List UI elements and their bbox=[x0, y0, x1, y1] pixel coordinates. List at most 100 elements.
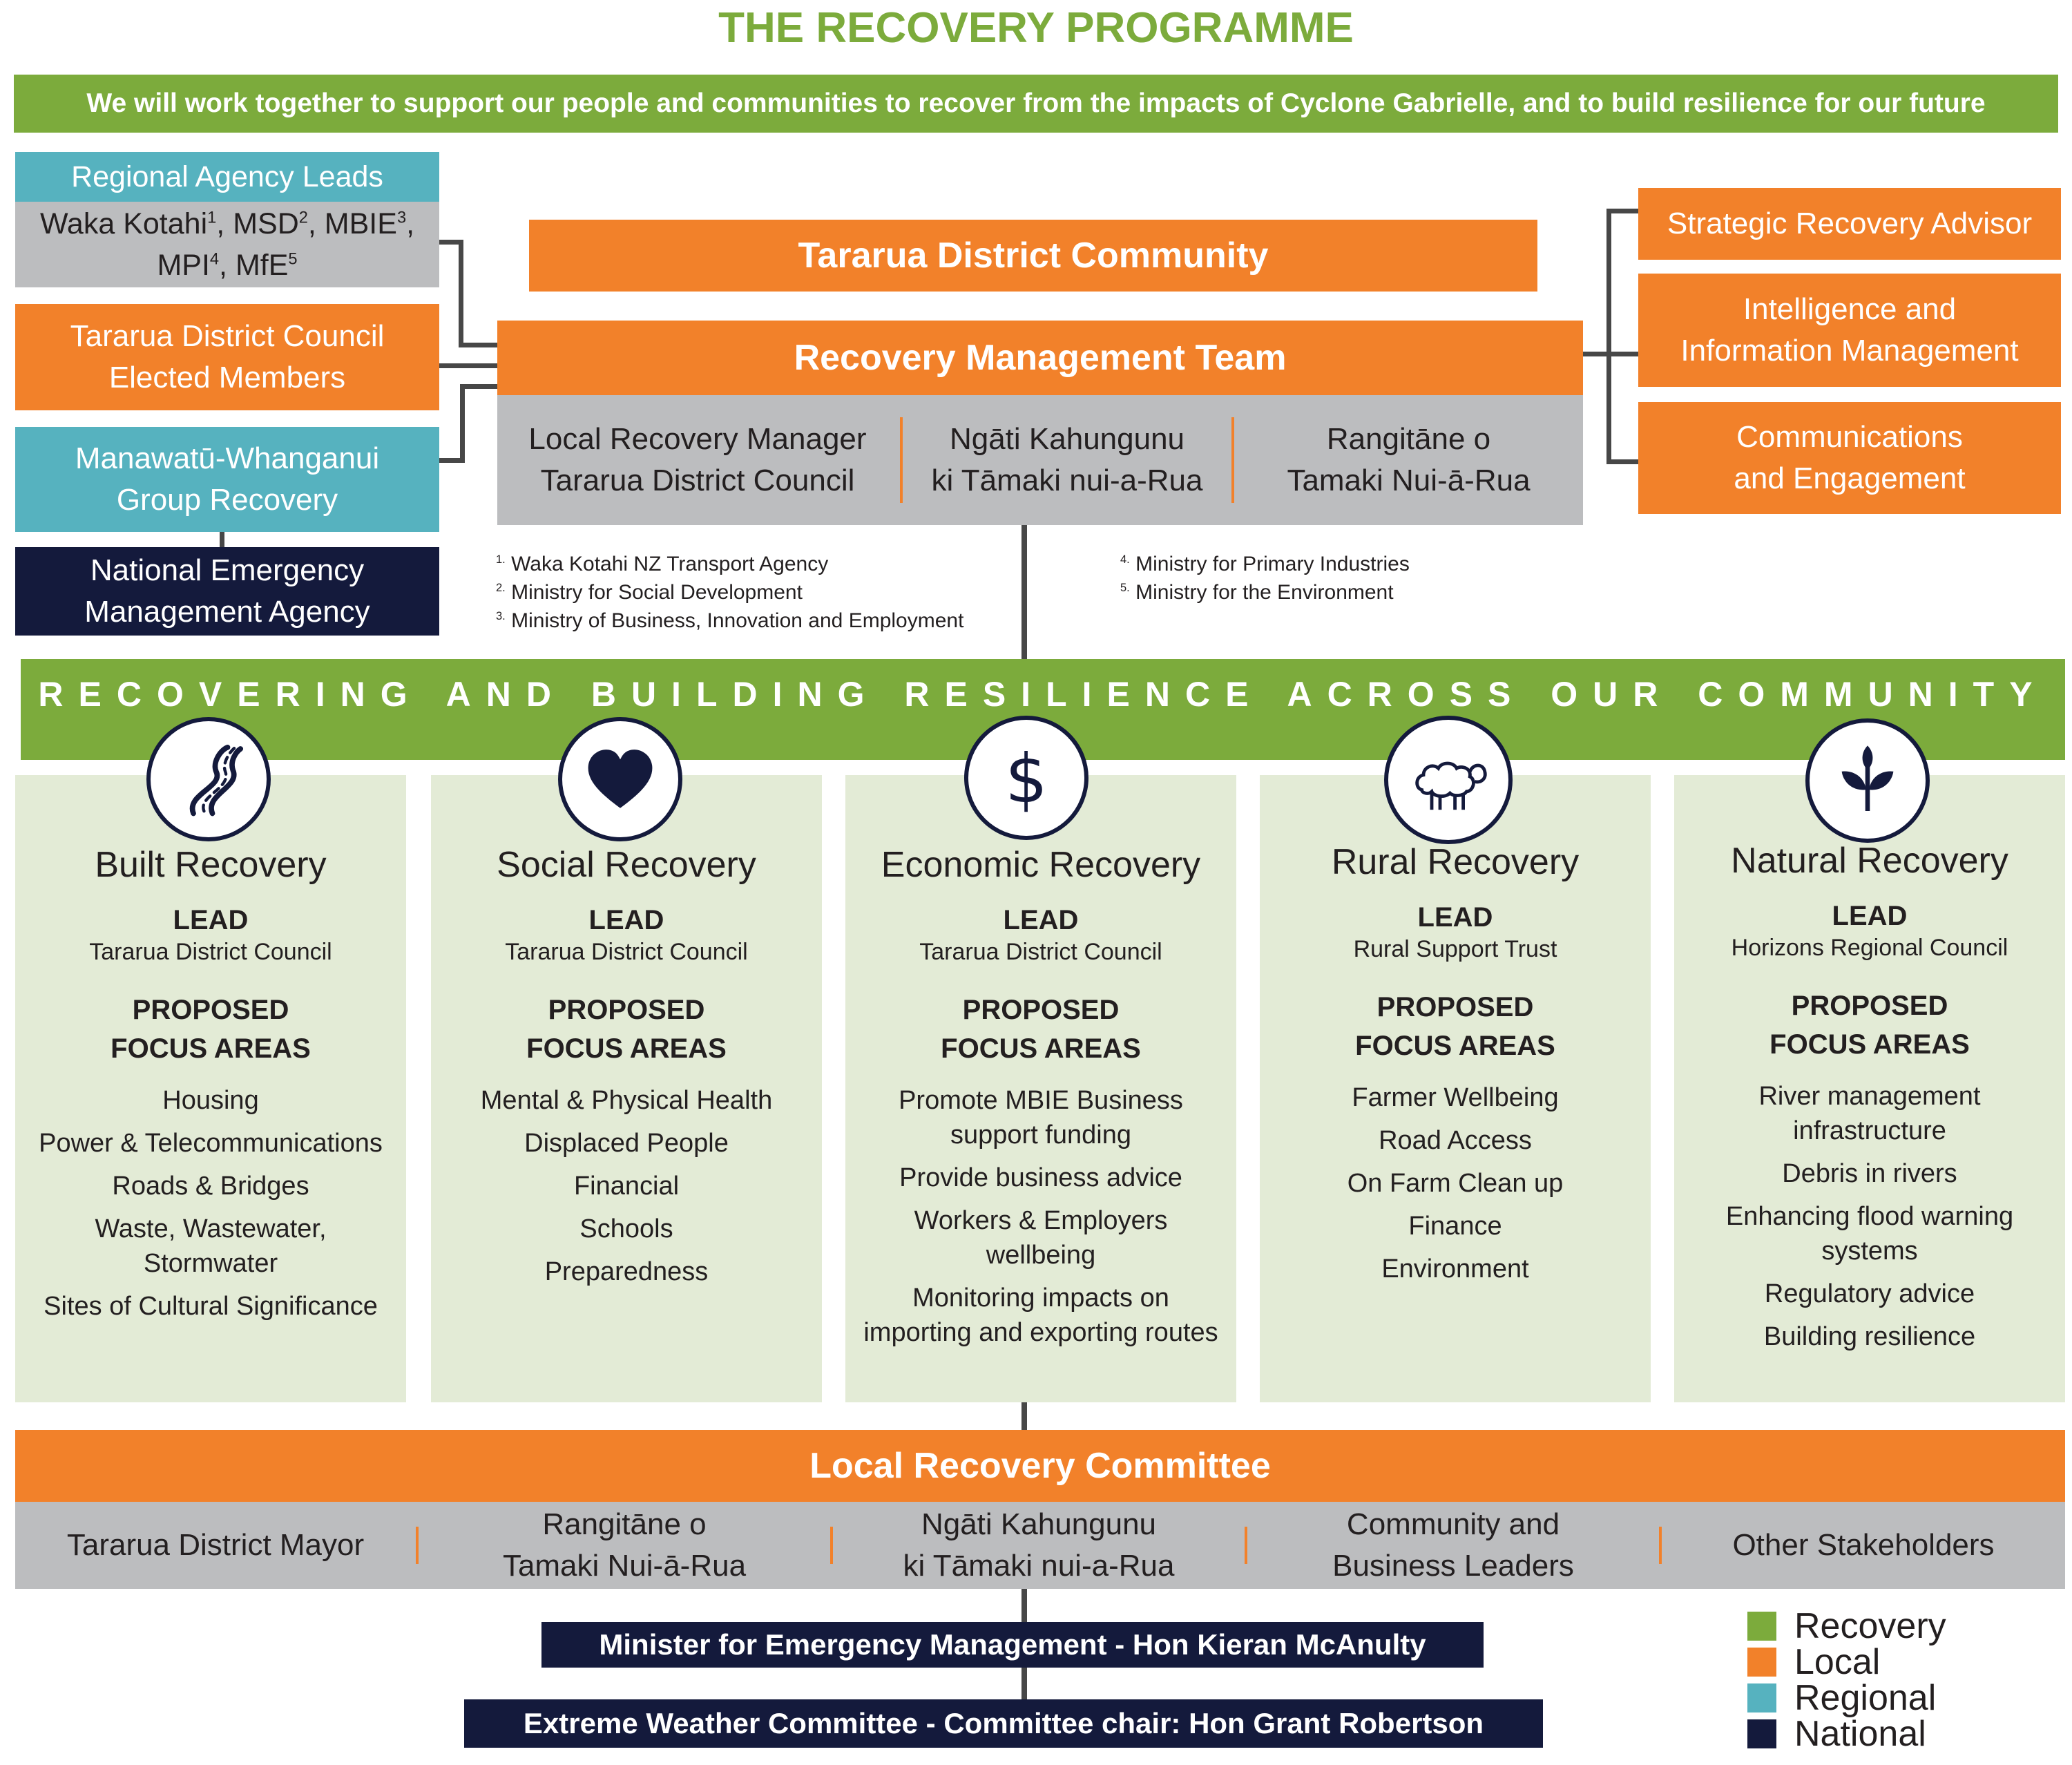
rmt-member: Local Recovery Manager Tararua District … bbox=[497, 395, 898, 525]
workstream-panel: Rural Recovery LEAD Rural Support Trust … bbox=[1260, 775, 1651, 1402]
lrc-member: Community and Business Leaders bbox=[1247, 1502, 1659, 1589]
focus-item: Debris in rivers bbox=[1782, 1159, 1957, 1188]
connector bbox=[1606, 209, 1640, 213]
legend-swatch bbox=[1747, 1648, 1776, 1677]
lrc-member: Tararua District Mayor bbox=[15, 1502, 416, 1589]
legend-label: Regional bbox=[1794, 1678, 1937, 1718]
connector bbox=[439, 363, 499, 368]
focus-item: Provide business advice bbox=[899, 1163, 1182, 1192]
workstream-title: Rural Recovery bbox=[1331, 842, 1580, 882]
workstream-panel: Economic Recovery LEAD Tararua District … bbox=[845, 775, 1236, 1402]
dollar-icon: $ bbox=[964, 716, 1088, 840]
lead-organisation: Tararua District Council bbox=[505, 939, 748, 965]
lead-label: LEAD bbox=[1003, 905, 1079, 935]
divider bbox=[1231, 417, 1234, 503]
mission-statement: We will work together to support our peo… bbox=[14, 75, 2058, 133]
workstream-title: Built Recovery bbox=[95, 845, 327, 885]
focus-item: Financial bbox=[573, 1172, 680, 1201]
connector bbox=[459, 240, 463, 347]
council-line-2: Elected Members bbox=[108, 361, 346, 394]
focus-item: Roads & Bridges bbox=[112, 1172, 309, 1201]
legend-label: National bbox=[1794, 1714, 1926, 1754]
nema-line-1: National Emergency bbox=[90, 553, 365, 587]
group-recovery: Manawatū-Whanganui Group Recovery bbox=[15, 427, 439, 532]
footnotes-right: 4. Ministry for Primary Industries 5. Mi… bbox=[1120, 550, 1410, 607]
connector bbox=[459, 343, 499, 347]
rmt-member-line-1: Local Recovery Manager bbox=[528, 422, 867, 456]
lrc-header: Local Recovery Committee bbox=[15, 1430, 2065, 1502]
rmt-member: Ngāti Kahungunu ki Tāmaki nui-a-Rua bbox=[903, 395, 1231, 525]
focus-item: On Farm Clean up bbox=[1347, 1169, 1564, 1198]
connector bbox=[1606, 352, 1640, 356]
connector bbox=[1021, 1402, 1027, 1430]
lead-label: LEAD bbox=[1832, 901, 1908, 931]
lead-label: LEAD bbox=[588, 905, 664, 935]
lrc-member-line-2: Business Leaders bbox=[1332, 1549, 1574, 1583]
focus-item: Monitoring impacts on importing and expo… bbox=[863, 1284, 1218, 1347]
connector bbox=[1582, 352, 1611, 356]
svg-text:$: $ bbox=[1005, 740, 1048, 816]
council-elected-members: Tararua District Council Elected Members bbox=[15, 304, 439, 410]
lrc-member: Other Stakeholders bbox=[1662, 1502, 2065, 1589]
rmt-member: Rangitāne o Tamaki Nui-ā-Rua bbox=[1234, 395, 1583, 525]
footnote: 2. Ministry for Social Development bbox=[496, 581, 803, 604]
lrc-member-line-1: Ngāti Kahungunu bbox=[921, 1507, 1157, 1541]
focus-item: Sites of Cultural Significance bbox=[44, 1292, 378, 1321]
lrc-member-line-2: Tamaki Nui-ā-Rua bbox=[502, 1549, 747, 1583]
strategic-advisor-box: Strategic Recovery Advisor bbox=[1638, 188, 2061, 260]
nema-line-2: Management Agency bbox=[84, 595, 370, 629]
workstream-panel: Built Recovery LEAD Tararua District Cou… bbox=[15, 775, 406, 1402]
divider bbox=[1659, 1527, 1662, 1564]
connector bbox=[220, 532, 224, 547]
rmt-header: Recovery Management Team bbox=[497, 321, 1583, 395]
lead-label: LEAD bbox=[173, 905, 249, 935]
legend-label: Recovery bbox=[1794, 1606, 1946, 1646]
legend-item-local: Local bbox=[1747, 1641, 1880, 1683]
divider bbox=[416, 1527, 419, 1564]
focus-item: Farmer Wellbeing bbox=[1352, 1083, 1559, 1112]
focus-item: Promote MBIE Business support funding bbox=[899, 1086, 1183, 1149]
focus-item: Environment bbox=[1381, 1254, 1529, 1284]
lead-organisation: Tararua District Council bbox=[919, 939, 1162, 965]
heart-icon bbox=[558, 717, 682, 841]
leaf-icon bbox=[1805, 718, 1930, 843]
connector bbox=[1021, 525, 1027, 659]
intel-line-1: Intelligence and bbox=[1743, 292, 1957, 326]
focus-item: Regulatory advice bbox=[1764, 1279, 1975, 1308]
connector bbox=[1021, 1666, 1027, 1699]
legend-item-regional: Regional bbox=[1747, 1677, 1936, 1719]
footnote: 4. Ministry for Primary Industries bbox=[1120, 553, 1410, 575]
focus-item: Workers & Employers wellbeing bbox=[914, 1206, 1168, 1270]
focus-item: River management infrastructure bbox=[1758, 1082, 1981, 1145]
connector bbox=[1021, 1589, 1027, 1622]
legend-swatch bbox=[1747, 1719, 1776, 1748]
lrc-members: Tararua District Mayor Rangitāne o Tamak… bbox=[15, 1502, 2065, 1589]
focus-item: Building resilience bbox=[1763, 1322, 1976, 1351]
focus-item: Schools bbox=[579, 1214, 673, 1243]
footnotes-left: 1. Waka Kotahi NZ Transport Agency 2. Mi… bbox=[496, 550, 963, 635]
sheep-icon bbox=[1384, 716, 1513, 844]
lead-organisation: Horizons Regional Council bbox=[1731, 935, 2008, 961]
intel-line-2: Information Management bbox=[1680, 334, 2019, 368]
workstream-panel: Social Recovery LEAD Tararua District Co… bbox=[431, 775, 822, 1402]
regional-agency-leads-list: Waka Kotahi1, MSD2, MBIE3, MPI4, MfE5 bbox=[15, 202, 439, 287]
focus-list: Farmer Wellbeing Road Access On Farm Cle… bbox=[1260, 1080, 1651, 1286]
legend-label: Local bbox=[1794, 1642, 1881, 1682]
lead-organisation: Tararua District Council bbox=[89, 939, 332, 965]
intelligence-box: Intelligence and Information Management bbox=[1638, 274, 2061, 387]
comms-line-1: Communications bbox=[1736, 420, 1963, 454]
footnote: 5. Ministry for the Environment bbox=[1120, 581, 1394, 604]
focus-item: Finance bbox=[1408, 1212, 1502, 1241]
community-box: Tararua District Community bbox=[529, 220, 1537, 292]
lrc-member: Ngāti Kahungunu ki Tāmaki nui-a-Rua bbox=[833, 1502, 1245, 1589]
council-line-1: Tararua District Council bbox=[70, 319, 385, 353]
connector bbox=[460, 384, 465, 463]
rmt-member-line-2: Tamaki Nui-ā-Rua bbox=[1287, 464, 1531, 497]
lrc-member-line-1: Rangitāne o bbox=[542, 1507, 707, 1541]
legend-item-national: National bbox=[1747, 1713, 1926, 1755]
regional-agency-leads-header: Regional Agency Leads bbox=[15, 152, 439, 202]
focus-item: Road Access bbox=[1379, 1126, 1532, 1155]
focus-item: Housing bbox=[162, 1086, 259, 1115]
